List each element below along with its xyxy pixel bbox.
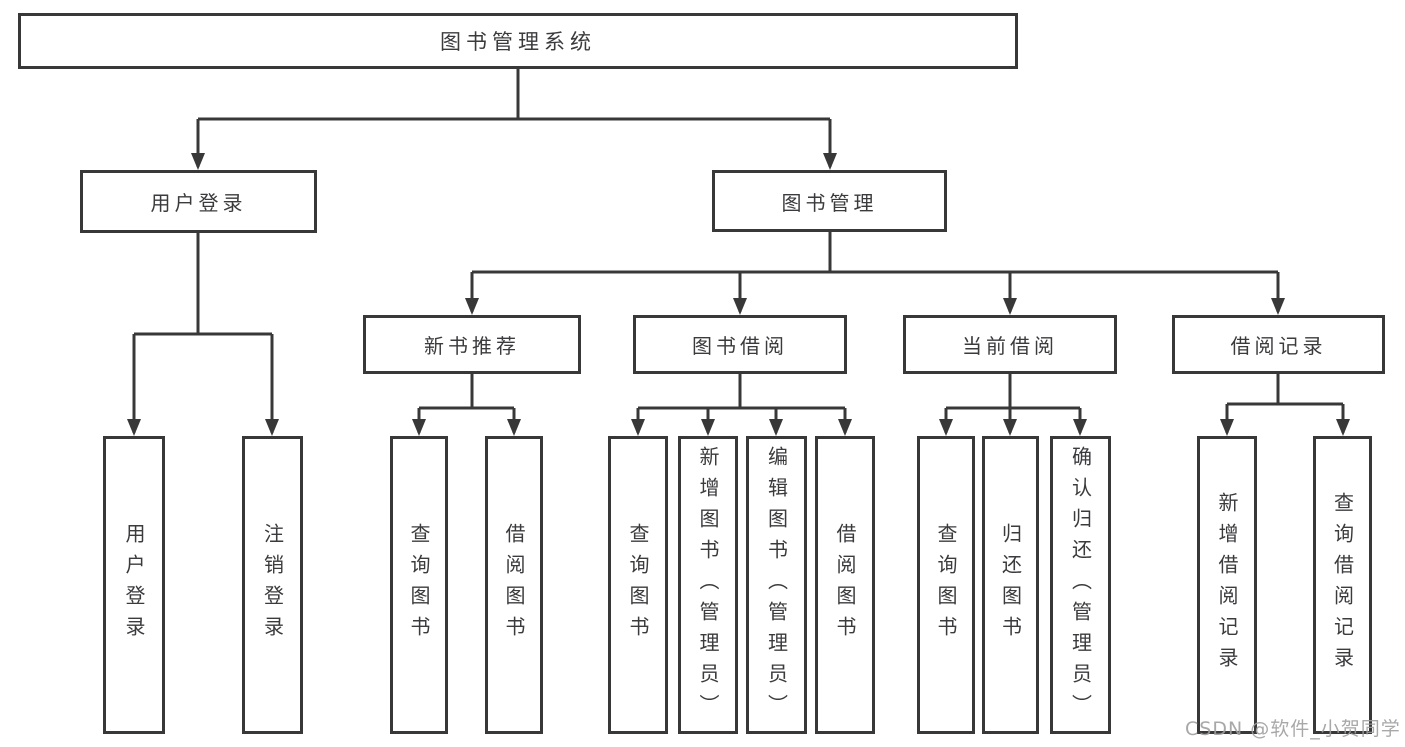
node-book-borrowing-label: 图书借阅	[692, 334, 788, 358]
node-user-login-label: 用户登录	[150, 191, 247, 215]
leaf-logout-label: 注销登录	[260, 523, 285, 647]
leaf-query-books-borrowing: 查询图书	[608, 436, 668, 734]
leaf-query-borrow-record-label: 查询借阅记录	[1330, 492, 1355, 678]
leaf-user-login: 用户登录	[103, 436, 165, 734]
leaf-add-book-admin-label: 新增图书（管理员）	[696, 445, 720, 725]
node-root-label: 图书管理系统	[440, 30, 596, 54]
node-book-management-label: 图书管理	[781, 190, 878, 215]
node-borrow-records-label: 借阅记录	[1230, 334, 1327, 358]
csdn-watermark: CSDN @软件_小贺同学	[1185, 718, 1401, 740]
node-borrow-records: 借阅记录	[1172, 315, 1385, 374]
leaf-query-books-borrowing-label: 查询图书	[626, 523, 650, 647]
node-book-management: 图书管理	[712, 170, 947, 232]
node-user-login: 用户登录	[80, 170, 317, 233]
leaf-borrow-books-borrowing-label: 借阅图书	[833, 523, 857, 647]
leaf-logout: 注销登录	[242, 436, 303, 734]
leaf-borrow-books-borrowing: 借阅图书	[815, 436, 875, 734]
node-current-borrowing-label: 当前借阅	[962, 334, 1058, 358]
leaf-edit-book-admin-label: 编辑图书（管理员）	[764, 445, 789, 725]
leaf-edit-book-admin: 编辑图书（管理员）	[746, 436, 807, 734]
leaf-return-books: 归还图书	[982, 436, 1039, 734]
leaf-query-books-current: 查询图书	[917, 436, 975, 734]
leaf-confirm-return-admin: 确认归还（管理员）	[1050, 436, 1111, 734]
leaf-query-books-recommend-label: 查询图书	[407, 523, 431, 647]
leaf-confirm-return-admin-label: 确认归还（管理员）	[1068, 445, 1093, 725]
leaf-add-borrow-record-label: 新增借阅记录	[1215, 492, 1239, 678]
leaf-borrow-books-recommend-label: 借阅图书	[502, 523, 526, 647]
node-book-borrowing: 图书借阅	[633, 315, 847, 374]
leaf-query-borrow-record: 查询借阅记录	[1313, 436, 1372, 734]
node-new-book-recommend: 新书推荐	[363, 315, 581, 374]
node-root: 图书管理系统	[18, 13, 1018, 69]
leaf-query-books-recommend: 查询图书	[390, 436, 448, 734]
leaf-query-books-current-label: 查询图书	[934, 523, 958, 647]
leaf-user-login-label: 用户登录	[122, 523, 146, 647]
node-current-borrowing: 当前借阅	[903, 315, 1117, 374]
leaf-return-books-label: 归还图书	[998, 523, 1023, 647]
node-new-book-recommend-label: 新书推荐	[424, 334, 520, 358]
leaf-add-borrow-record: 新增借阅记录	[1197, 436, 1257, 734]
leaf-add-book-admin: 新增图书（管理员）	[678, 436, 738, 734]
leaf-borrow-books-recommend: 借阅图书	[485, 436, 543, 734]
